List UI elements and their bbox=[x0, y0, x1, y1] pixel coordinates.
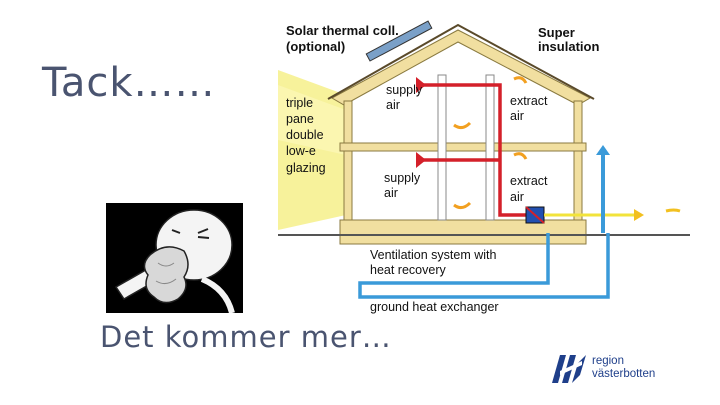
logo-text-vasterbotten: västerbotten bbox=[592, 368, 656, 380]
glazing-label-3: double bbox=[286, 128, 324, 142]
extract-upper-1: extract bbox=[510, 94, 548, 108]
insulation-label-1: Super bbox=[538, 25, 575, 40]
logo-text-region: region bbox=[592, 355, 624, 367]
house-ventilation-diagram: Solar thermal coll. (optional) Super ins… bbox=[278, 20, 690, 314]
extract-lower-2: air bbox=[510, 190, 524, 204]
region-vasterbotten-logo: region västerbotten bbox=[552, 352, 702, 384]
insulation-label-2: insulation bbox=[538, 39, 599, 54]
logo-mark-icon bbox=[552, 355, 586, 383]
extract-upper-2: air bbox=[510, 109, 524, 123]
glazing-label-1: triple bbox=[286, 96, 313, 110]
solar-label-1: Solar thermal coll. bbox=[286, 23, 399, 38]
ventilation-label-1: Ventilation system with bbox=[370, 248, 496, 262]
slide-subtitle: Det kommer mer… bbox=[100, 320, 392, 354]
supply-lower-1: supply bbox=[384, 171, 421, 185]
glazing-label-5: glazing bbox=[286, 161, 326, 175]
glazing-label-2: pane bbox=[286, 112, 314, 126]
ground-label: ground heat exchanger bbox=[370, 300, 499, 314]
supply-lower-2: air bbox=[384, 186, 398, 200]
supply-upper-1: supply bbox=[386, 83, 423, 97]
ventilation-label-2: heat recovery bbox=[370, 263, 446, 277]
sneezing-person-image bbox=[106, 203, 243, 313]
supply-upper-2: air bbox=[386, 98, 400, 112]
glazing-label-4: low-e bbox=[286, 144, 316, 158]
slide-title: Tack…… bbox=[42, 60, 216, 106]
extract-lower-1: extract bbox=[510, 174, 548, 188]
solar-label-2: (optional) bbox=[286, 39, 345, 54]
